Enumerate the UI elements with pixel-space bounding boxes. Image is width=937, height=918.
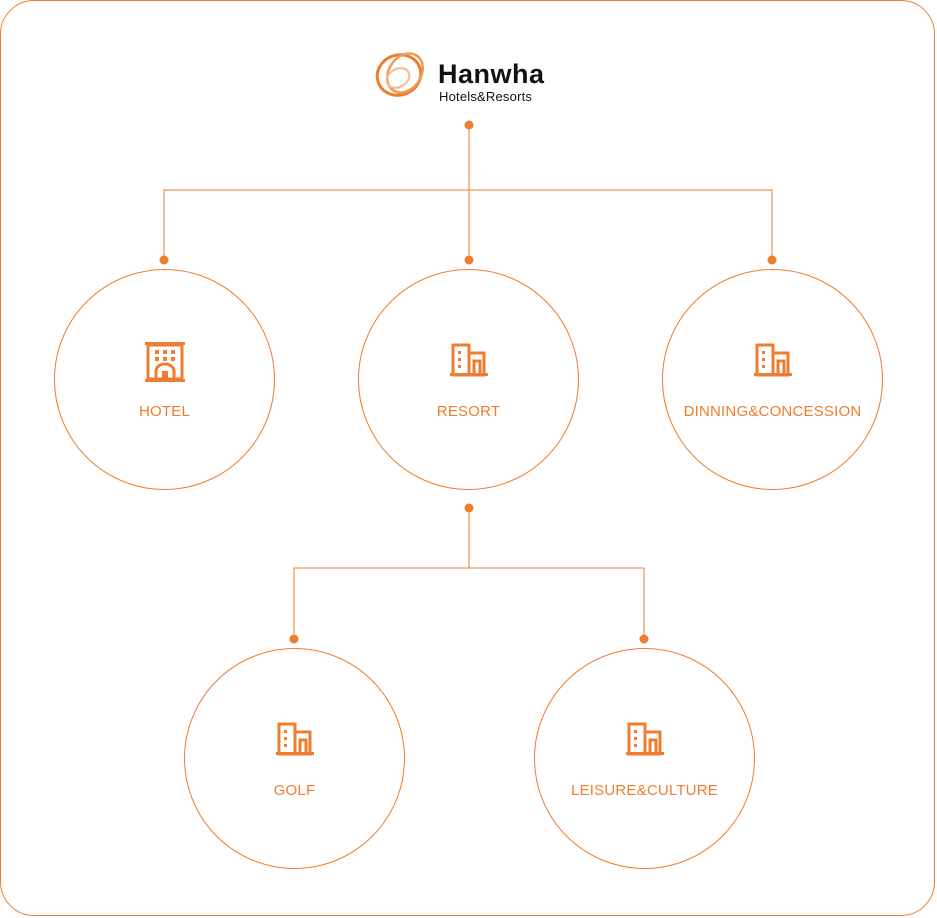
- node-leisure-culture: LEISURE&CULTURE: [534, 648, 755, 869]
- node-dinning-concession: DINNING&CONCESSION: [662, 269, 883, 490]
- node-resort: RESORT: [358, 269, 579, 490]
- connector-dot: [767, 255, 777, 265]
- brand-subtitle: Hotels&Resorts: [439, 89, 533, 104]
- brand-logo: Hanwha Hotels&Resorts: [372, 45, 572, 107]
- brand-name: Hanwha: [438, 59, 545, 89]
- hotel-building-icon: [143, 340, 187, 389]
- connector-dot: [639, 634, 649, 644]
- building-icon: [449, 342, 489, 383]
- node-golf: GOLF: [184, 648, 405, 869]
- connector-dot: [289, 634, 299, 644]
- node-label: HOTEL: [138, 403, 190, 420]
- connector-dot: [464, 503, 474, 513]
- node-label: LEISURE&CULTURE: [571, 782, 718, 799]
- connector-dot: [464, 255, 474, 265]
- node-label: DINNING&CONCESSION: [683, 403, 862, 420]
- node-label: GOLF: [273, 782, 316, 799]
- node-label: RESORT: [436, 403, 501, 420]
- building-icon: [275, 721, 315, 762]
- node-hotel: HOTEL: [54, 269, 275, 490]
- hanwha-logo-icon: [375, 52, 425, 97]
- building-icon: [753, 342, 793, 383]
- building-icon: [625, 721, 665, 762]
- connector-dot: [159, 255, 169, 265]
- connector-dot: [464, 120, 474, 130]
